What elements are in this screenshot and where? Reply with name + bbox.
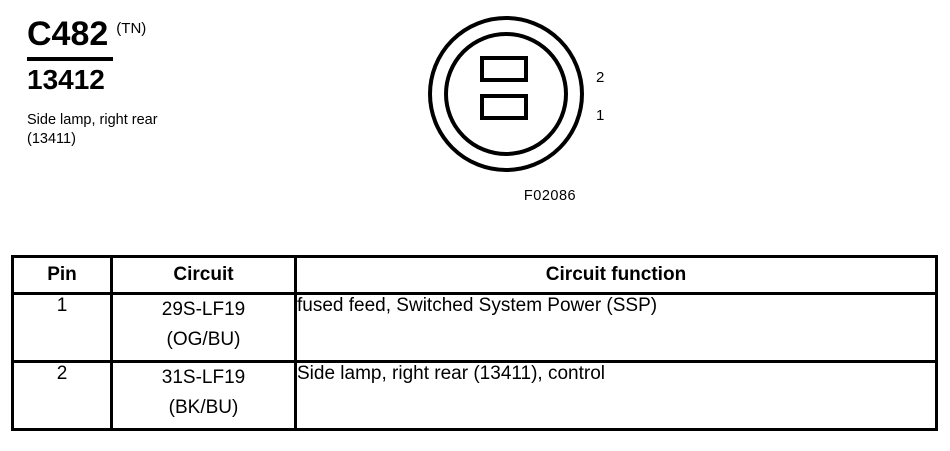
pin-slot-1-icon [480,94,528,120]
cell-pin: 1 [11,292,113,363]
connector-part-number: 13412 [27,64,105,95]
connector-description-line-2: (13411) [27,131,76,147]
pinout-table: Pin Circuit Circuit function 1 29S-LF19 … [11,255,938,431]
cell-circuit: 29S-LF19 (OG/BU) [110,292,297,363]
connector-header: C482 (TN) 13412 Side lamp, right rear (1… [27,16,347,149]
connector-color-code: (TN) [116,20,147,37]
circuit-code: 29S-LF19 [161,299,246,320]
column-header-pin: Pin [11,255,113,295]
table-header-row: Pin Circuit Circuit function [11,255,938,295]
connector-description: Side lamp, right rear (13411) [27,111,347,149]
column-header-circuit-function: Circuit function [294,255,938,295]
table-row: 1 29S-LF19 (OG/BU) fused feed, Switched … [11,292,938,363]
connector-inner-ring-icon [444,32,568,156]
pin-callout-1: 1 [596,107,605,124]
circuit-color-code: (BK/BU) [168,397,239,418]
connector-id-row: C482 (TN) [27,16,347,56]
figure-caption: F02086 [523,188,577,204]
pin-callout-2: 2 [596,69,605,86]
cell-circuit-function: Side lamp, right rear (13411), control [294,360,938,431]
connector-id: C482 [27,15,109,53]
pin-slot-2-icon [480,56,528,82]
connector-outer-ring-icon [428,16,584,172]
connector-description-line-1: Side lamp, right rear [27,112,158,128]
circuit-color-code: (OG/BU) [166,329,241,350]
cell-pin: 2 [11,360,113,431]
circuit-code: 31S-LF19 [161,367,246,388]
cell-circuit: 31S-LF19 (BK/BU) [110,360,297,431]
table-row: 2 31S-LF19 (BK/BU) Side lamp, right rear… [11,360,938,431]
cell-circuit-function: fused feed, Switched System Power (SSP) [294,292,938,363]
header-divider-rule [27,57,113,61]
column-header-circuit: Circuit [110,255,297,295]
connector-illustration: 2 1 F02086 [428,16,628,211]
